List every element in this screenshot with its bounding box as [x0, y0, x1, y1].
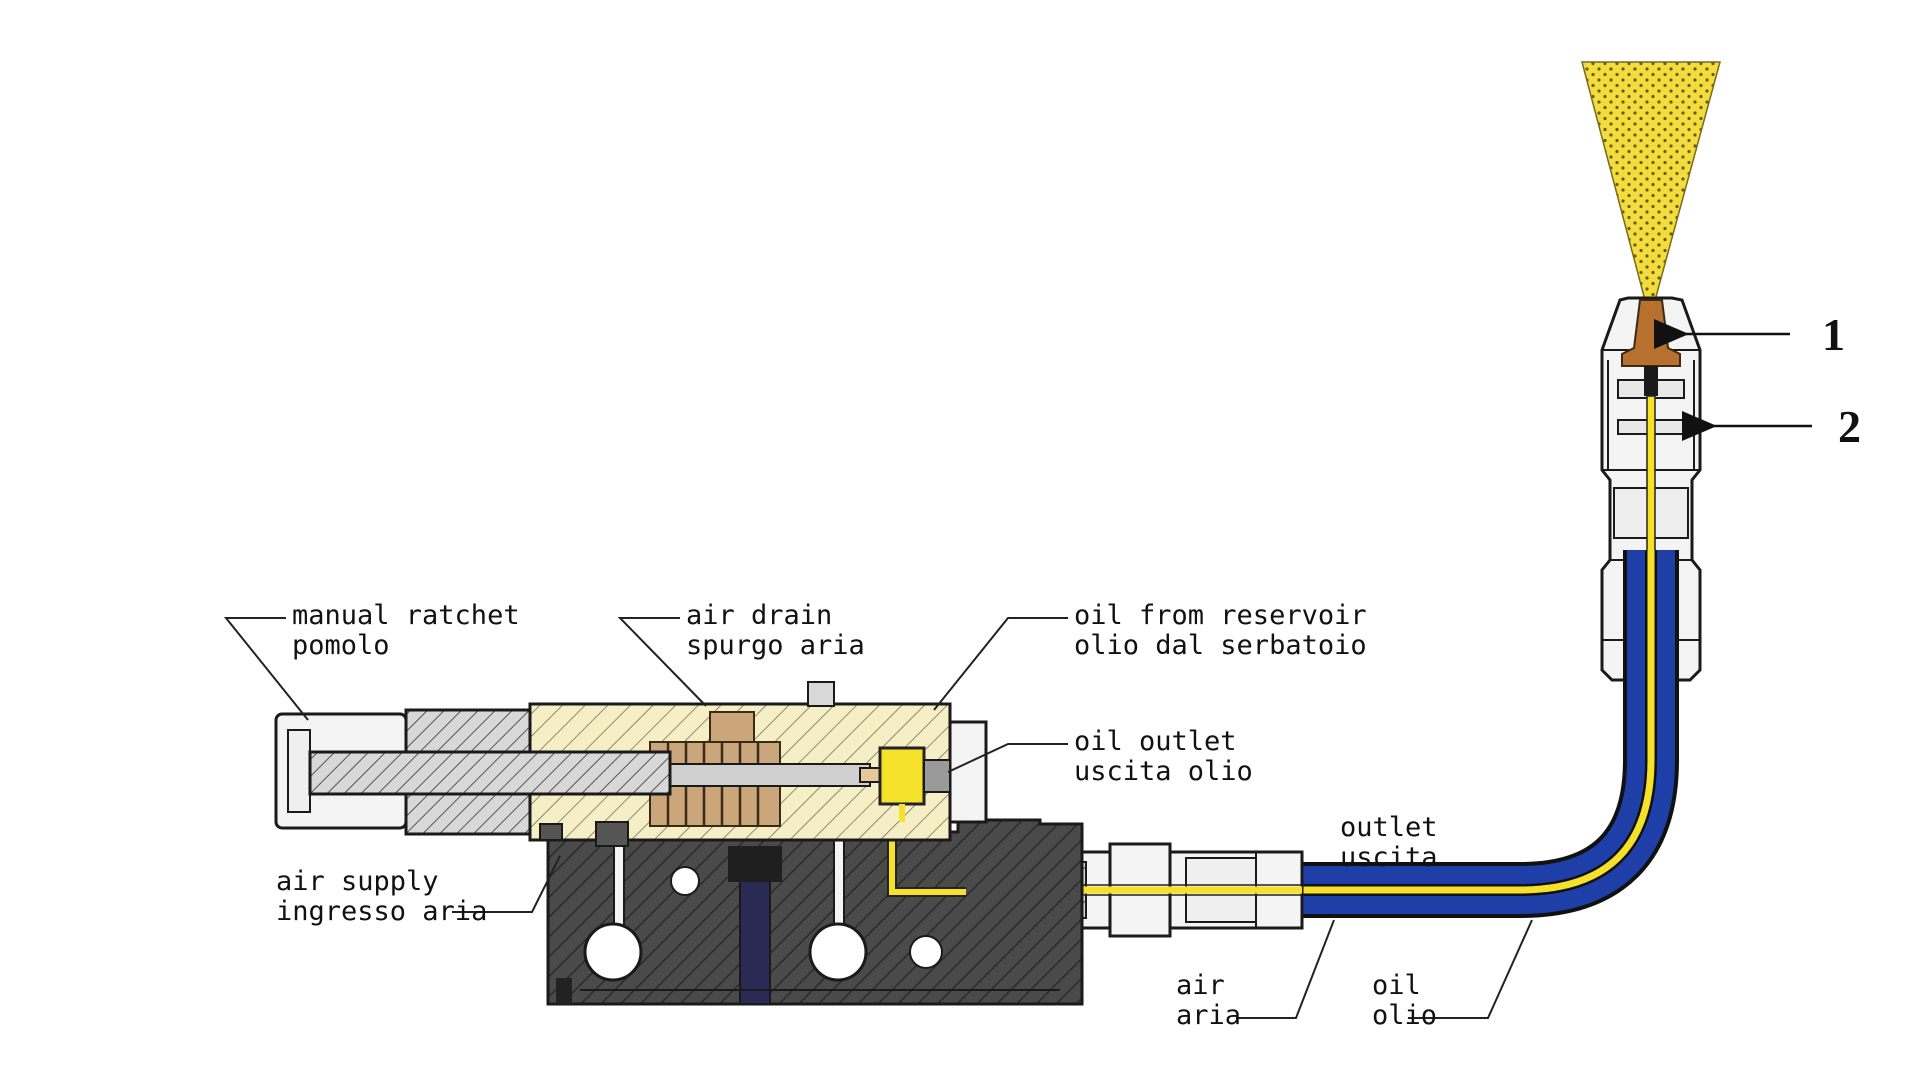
spray-cone-icon	[1581, 61, 1721, 305]
manual-ratchet-knob	[274, 708, 672, 847]
label-oil: oil olio	[1372, 970, 1437, 1031]
label-oil-from-reservoir: oil from reservoir olio dal serbatoio	[1074, 600, 1367, 661]
label-oil-outlet-en: oil outlet	[1074, 726, 1237, 757]
label-air: air aria	[1176, 970, 1241, 1031]
label-air-supply: air supply ingresso aria	[276, 866, 487, 927]
label-air-drain-en: air drain	[686, 600, 832, 631]
label-air-drain: air drain spurgo aria	[686, 600, 865, 661]
callout-number-2: 2	[1838, 401, 1861, 452]
label-outlet-en: outlet	[1340, 812, 1438, 843]
label-outlet: outlet uscita	[1340, 812, 1438, 873]
label-air-it: aria	[1176, 1000, 1241, 1031]
label-manual-ratchet-it: pomolo	[292, 630, 390, 661]
label-air-supply-it: ingresso aria	[276, 896, 487, 927]
callout-number-1: 1	[1822, 309, 1845, 360]
callout-arrows: 1 2	[1654, 309, 1861, 452]
label-oil-en: oil	[1372, 970, 1421, 1001]
label-oil-it: olio	[1372, 1000, 1437, 1031]
label-outlet-it: uscita	[1340, 842, 1438, 873]
label-oil-outlet-it: uscita olio	[1074, 756, 1253, 787]
leader-lines	[223, 617, 1533, 1019]
label-air-drain-it: spurgo aria	[686, 630, 865, 661]
nozzle-tip	[1621, 299, 1681, 396]
label-air-en: air	[1176, 970, 1225, 1001]
label-oil-from-reservoir-it: olio dal serbatoio	[1074, 630, 1367, 661]
base-block	[546, 818, 1084, 1006]
label-manual-ratchet: manual ratchet pomolo	[292, 600, 520, 661]
label-air-supply-en: air supply	[276, 866, 439, 897]
air-oil-hose	[1302, 550, 1679, 918]
label-manual-ratchet-en: manual ratchet	[292, 600, 520, 631]
label-oil-outlet: oil outlet uscita olio	[1074, 726, 1253, 787]
label-oil-from-reservoir-en: oil from reservoir	[1074, 600, 1367, 631]
